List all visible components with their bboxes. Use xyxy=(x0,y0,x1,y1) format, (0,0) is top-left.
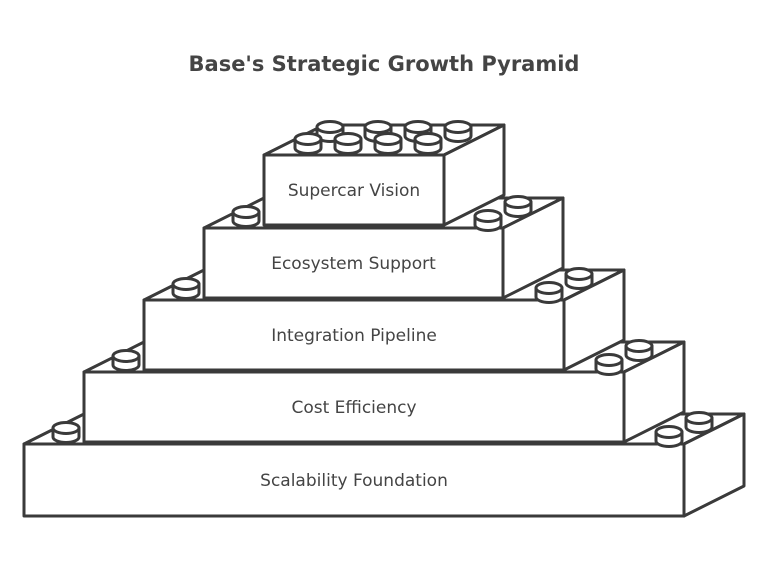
layer-label: Cost Efficiency xyxy=(291,398,416,418)
stud xyxy=(624,339,654,362)
brick-front-face xyxy=(202,226,505,300)
brick-front-face xyxy=(142,298,566,372)
stud xyxy=(534,281,564,304)
stud xyxy=(564,267,594,290)
stud xyxy=(171,277,201,300)
stud xyxy=(373,132,403,155)
brick-front-face xyxy=(262,153,446,227)
stud xyxy=(443,120,473,143)
layer-label: Integration Pipeline xyxy=(271,326,437,346)
stud xyxy=(684,411,714,434)
layer-label: Scalability Foundation xyxy=(260,471,448,491)
stud xyxy=(594,353,624,376)
stud xyxy=(473,209,503,232)
brick-front-face xyxy=(22,442,686,518)
stud xyxy=(231,205,261,228)
stud xyxy=(111,349,141,372)
stud xyxy=(293,132,323,155)
stud xyxy=(654,425,684,448)
layer-label: Supercar Vision xyxy=(288,181,420,201)
diagram-title: Base's Strategic Growth Pyramid xyxy=(188,52,580,76)
layer-label: Ecosystem Support xyxy=(271,254,436,274)
stud xyxy=(333,132,363,155)
stud xyxy=(503,195,533,218)
brick-front-face xyxy=(82,370,626,444)
pyramid-layer-1: Supercar Vision xyxy=(262,120,506,227)
stud xyxy=(51,421,81,444)
stud xyxy=(413,132,443,155)
